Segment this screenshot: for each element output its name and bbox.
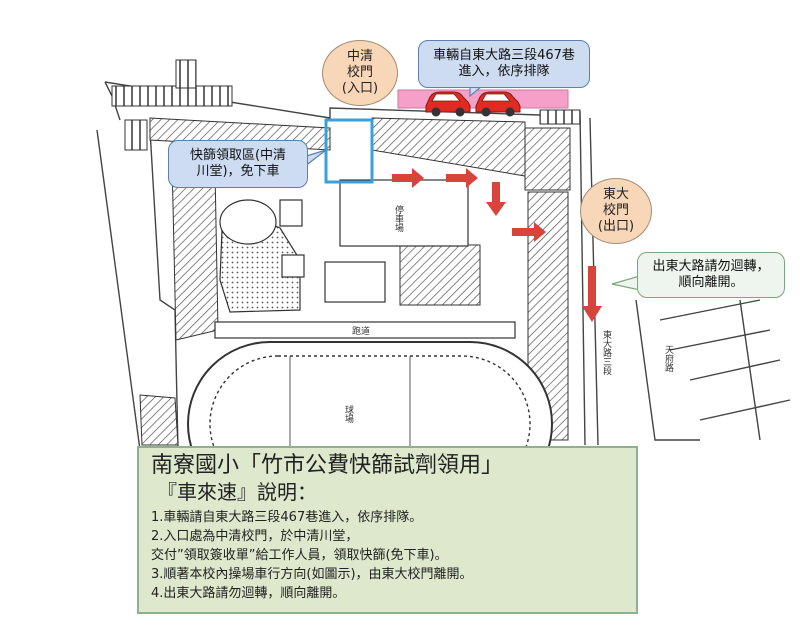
parking-label: 停車場 xyxy=(393,204,404,233)
track-label: 跑道 xyxy=(352,325,370,337)
stage xyxy=(324,261,386,303)
list-item: 1.車輛請自東大路三段467巷進入，依序排隊。 xyxy=(151,510,423,525)
gate-dongda-exit: 東大 校門 (出口) xyxy=(580,178,652,244)
instructions-subtitle: 『車來速』說明： xyxy=(157,480,317,504)
west-fence xyxy=(124,119,148,151)
list-item: 4.出東大路請勿迴轉，順向離開。 xyxy=(151,586,346,601)
list-item: 3.順著本校內操場車行方向(如圖示)，由東大校門離開。 xyxy=(151,567,473,582)
entry-route-callout: 車輛自東大路三段467巷 進入，依序排隊 xyxy=(418,40,590,88)
pickup-zone-box xyxy=(324,118,374,184)
direction-arrow-icon xyxy=(392,168,424,188)
exit-road-callout: 出東大路請勿迴轉， 順向離開。 xyxy=(637,252,785,298)
direction-arrow-icon xyxy=(512,222,546,242)
direction-arrow-icon xyxy=(486,182,506,216)
instructions-title: 南寮國小「竹市公費快篩試劑領用」 xyxy=(151,453,504,478)
instructions-list: 1.車輛請自東大路三段467巷進入，依序排隊。 2.入口處為中清校門，於中清川堂… xyxy=(151,508,626,603)
instructions-panel: 南寮國小「竹市公費快篩試劑領用」 『車來速』說明： 1.車輛請自東大路三段467… xyxy=(137,446,638,614)
direction-arrow-icon xyxy=(582,266,602,322)
list-item: 2.入口處為中清校門，於中清川堂， 交付”領取簽收單”給工作人員，領取快篩(免下… xyxy=(151,529,448,563)
kiosk-1 xyxy=(281,254,305,278)
building-east-upper xyxy=(524,127,571,191)
road-east-label: 東大路三段 xyxy=(601,329,612,376)
pickup-zone-callout: 快篩領取區(中清 川堂)，免下車 xyxy=(168,140,308,188)
car-icon xyxy=(475,91,521,117)
north-fence-2 xyxy=(175,59,197,89)
pond xyxy=(219,199,277,245)
side-road-label: 天府路 xyxy=(663,345,674,373)
pu-road xyxy=(214,321,516,339)
parking-area xyxy=(339,179,469,247)
north-fence xyxy=(111,85,233,107)
field-label: 球場 xyxy=(343,404,354,424)
gate-zhongqing-entrance: 中清 校門 (入口) xyxy=(322,40,398,106)
direction-arrow-icon xyxy=(446,168,478,188)
kiosk-2 xyxy=(279,199,303,227)
building-north-east xyxy=(371,117,526,177)
building-southwest xyxy=(139,394,179,446)
building-center xyxy=(399,244,481,306)
east-fence xyxy=(539,109,581,125)
car-icon xyxy=(425,91,471,117)
exit-callout-tail xyxy=(611,275,641,291)
